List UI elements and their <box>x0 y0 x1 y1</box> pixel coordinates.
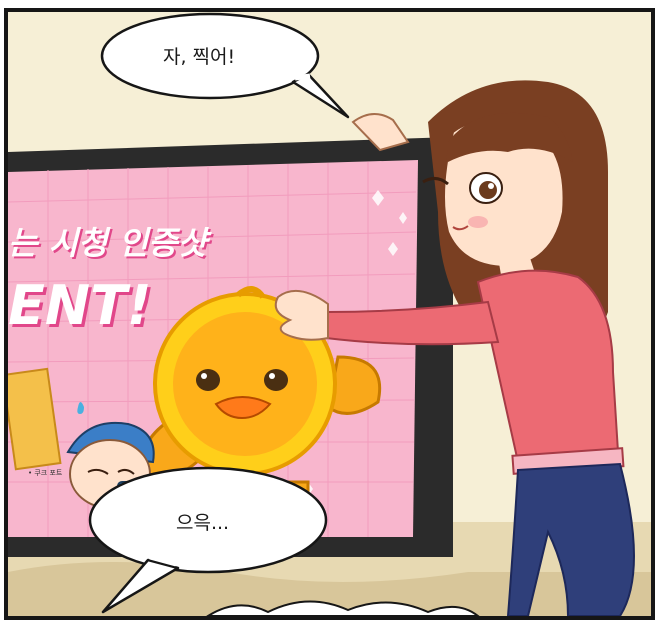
floor-shadow <box>8 562 651 616</box>
tv-headline-line2: ENT! <box>8 274 152 337</box>
girl-character <box>274 80 635 616</box>
bottom-speech-bubble-shape <box>88 466 328 614</box>
bottom-speech-bubble-text: 으윽... <box>176 512 230 534</box>
tv-small-caption: • 쿠크 포트 <box>28 469 63 477</box>
top-speech-bubble-text: 자, 찍어! <box>163 46 236 68</box>
comic-illustration <box>8 12 651 616</box>
book-thumbnail <box>8 367 62 471</box>
tv-headline-line1: 는 시청 인증샷 <box>8 224 207 262</box>
comic-panel: 는 시청 인증샷 ENT! • 쿠크 포트 자, 찍어! 으윽... <box>4 8 655 620</box>
top-speech-bubble-shape <box>100 12 350 119</box>
torn-paper-edge <box>206 600 480 616</box>
